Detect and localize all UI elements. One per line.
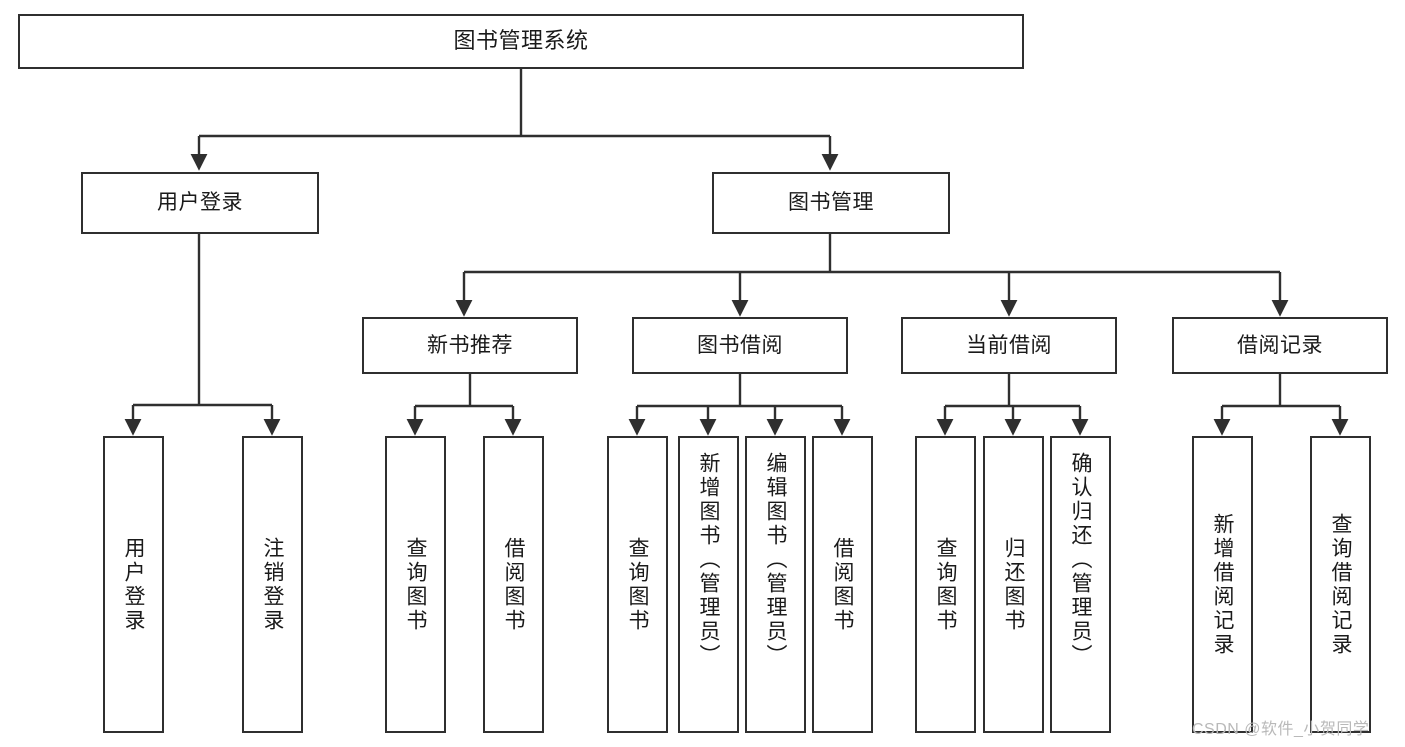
node-label: 查询借阅记录 xyxy=(1329,512,1352,657)
node-label: 图书管理系统 xyxy=(453,28,589,54)
node-label: 图书借阅 xyxy=(697,333,783,357)
node-label: 注销登录 xyxy=(261,536,284,633)
node-label: 借阅图书 xyxy=(502,536,525,633)
node-label: 归还图书 xyxy=(1002,536,1025,633)
leaf-user-login[interactable]: 用户登录 xyxy=(103,436,164,733)
csdn-watermark: CSDN @软件_小贺同学 xyxy=(1192,721,1370,738)
node-label: 查询图书 xyxy=(404,536,427,633)
node-label: 确认归还（管理员） xyxy=(1069,452,1092,668)
node-label: 用户登录 xyxy=(157,191,243,215)
node-borrow-record[interactable]: 借阅记录 xyxy=(1172,317,1388,374)
node-current-borrow[interactable]: 当前借阅 xyxy=(901,317,1117,374)
node-book-borrow[interactable]: 图书借阅 xyxy=(632,317,848,374)
node-label: 编辑图书（管理员） xyxy=(764,452,787,668)
leaf-query-book-borrow[interactable]: 查询图书 xyxy=(607,436,668,733)
node-label: 新增图书（管理员） xyxy=(697,452,720,668)
leaf-query-borrow-record[interactable]: 查询借阅记录 xyxy=(1310,436,1371,733)
node-label: 借阅记录 xyxy=(1237,333,1323,357)
node-book-management[interactable]: 图书管理 xyxy=(712,172,950,234)
node-label: 查询图书 xyxy=(626,536,649,633)
leaf-add-book-admin[interactable]: 新增图书（管理员） xyxy=(678,436,739,733)
leaf-logout[interactable]: 注销登录 xyxy=(242,436,303,733)
leaf-add-borrow-record[interactable]: 新增借阅记录 xyxy=(1192,436,1253,733)
leaf-query-book-recommend[interactable]: 查询图书 xyxy=(385,436,446,733)
leaf-query-book-current[interactable]: 查询图书 xyxy=(915,436,976,733)
node-root-system[interactable]: 图书管理系统 xyxy=(18,14,1024,69)
leaf-borrow-book[interactable]: 借阅图书 xyxy=(812,436,873,733)
node-label: 查询图书 xyxy=(934,536,957,633)
node-label: 新增借阅记录 xyxy=(1211,512,1234,657)
leaf-borrow-book-recommend[interactable]: 借阅图书 xyxy=(483,436,544,733)
node-label: 当前借阅 xyxy=(966,333,1052,357)
node-label: 借阅图书 xyxy=(831,536,854,633)
node-label: 新书推荐 xyxy=(427,333,513,357)
node-new-book-recommend[interactable]: 新书推荐 xyxy=(362,317,578,374)
node-label: 图书管理 xyxy=(788,191,874,215)
leaf-confirm-return-admin[interactable]: 确认归还（管理员） xyxy=(1050,436,1111,733)
node-label: 用户登录 xyxy=(122,536,145,633)
node-user-login[interactable]: 用户登录 xyxy=(81,172,319,234)
leaf-edit-book-admin[interactable]: 编辑图书（管理员） xyxy=(745,436,806,733)
leaf-return-book[interactable]: 归还图书 xyxy=(983,436,1044,733)
